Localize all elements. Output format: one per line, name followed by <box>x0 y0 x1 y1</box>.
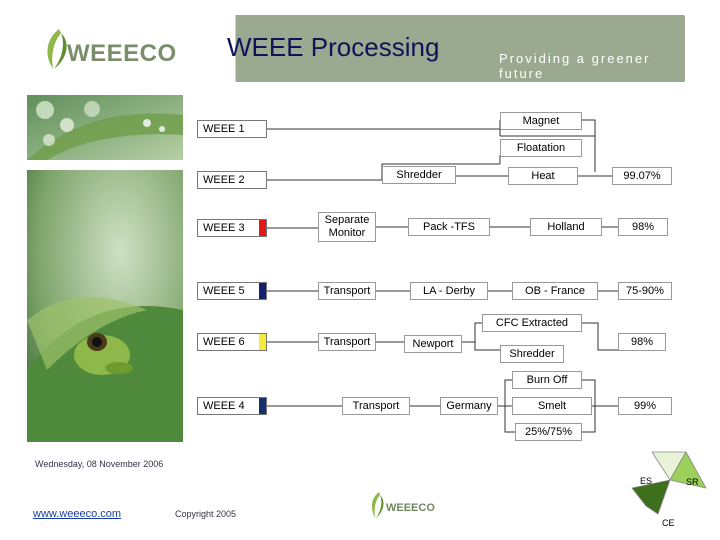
weee2-label: WEEE 2 <box>203 174 245 186</box>
newport-node: Newport <box>404 335 462 353</box>
smelt-percentage: 99% <box>618 397 672 415</box>
newport-percentage: 98% <box>618 333 666 351</box>
burn-off-node: Burn Off <box>512 371 582 389</box>
footer-logo-text: WEEECO <box>386 502 435 514</box>
header-tagline: Providing a greener future <box>499 51 651 81</box>
water-drops-image <box>27 95 183 160</box>
ce-label: CE <box>662 518 675 528</box>
magnet-node: Magnet <box>500 112 582 130</box>
pack-tfs-node: Pack -TFS <box>408 218 490 236</box>
transport-node-weee4: Transport <box>342 397 410 415</box>
es-sr-ce-triangle <box>631 451 707 515</box>
logo-text: WEEECO <box>67 40 177 67</box>
weee2-input: WEEE 2 <box>197 171 267 189</box>
website-link[interactable]: www.weeeco.com <box>33 508 122 520</box>
weee4-swatch <box>259 398 266 414</box>
ratio-node: 25%/75% <box>515 423 582 441</box>
page-title: WEEE Processing <box>227 32 440 62</box>
shredder-node-weee6: Shredder <box>500 345 564 363</box>
cfc-extracted-node: CFC Extracted <box>482 314 582 332</box>
weee5-label: WEEE 5 <box>203 285 245 297</box>
weee1-swatch <box>259 121 266 137</box>
transport-node-weee6: Transport <box>318 333 376 351</box>
leaf-logo-icon <box>47 29 67 69</box>
separate-monitor-node: Separate Monitor <box>318 212 376 242</box>
weee6-swatch <box>259 334 266 350</box>
smelt-node: Smelt <box>512 397 592 415</box>
weee6-input: WEEE 6 <box>197 333 267 351</box>
weee1-input: WEEE 1 <box>197 120 267 138</box>
weee5-swatch <box>259 283 266 299</box>
triangle-right-segment <box>669 451 707 489</box>
la-derby-node: LA - Derby <box>410 282 488 300</box>
ob-france-node: OB - France <box>512 282 598 300</box>
heat-percentage: 99.07% <box>612 167 672 185</box>
footer-leaf-icon <box>371 492 384 518</box>
germany-node: Germany <box>440 397 498 415</box>
floatation-node: Floatation <box>500 139 582 157</box>
shredder-node: Shredder <box>382 166 456 184</box>
weee4-input: WEEE 4 <box>197 397 267 415</box>
header-banner: WEEECO WEEE Processing Providing a green… <box>35 15 685 82</box>
weee4-label: WEEE 4 <box>203 400 245 412</box>
transport-node-weee5: Transport <box>318 282 376 300</box>
weee5-input: WEEE 5 <box>197 282 267 300</box>
weee6-label: WEEE 6 <box>203 336 245 348</box>
weee2-swatch <box>259 172 266 188</box>
copyright-text: Copyright 2005 <box>175 509 237 519</box>
frog-image <box>27 170 183 442</box>
triangle-bottom-segment <box>631 479 671 515</box>
weee3-input: WEEE 3 <box>197 219 267 237</box>
weee1-label: WEEE 1 <box>203 123 245 135</box>
weee3-swatch <box>259 220 266 236</box>
france-percentage: 75-90% <box>618 282 672 300</box>
weee3-label: WEEE 3 <box>203 222 245 234</box>
header-logo-panel: WEEECO <box>35 15 236 82</box>
sr-label: SR <box>686 477 699 487</box>
holland-percentage: 98% <box>618 218 668 236</box>
heat-node: Heat <box>508 167 578 185</box>
date-label: Wednesday, 08 November 2006 <box>35 459 164 469</box>
es-label: ES <box>640 476 653 486</box>
holland-node: Holland <box>530 218 602 236</box>
